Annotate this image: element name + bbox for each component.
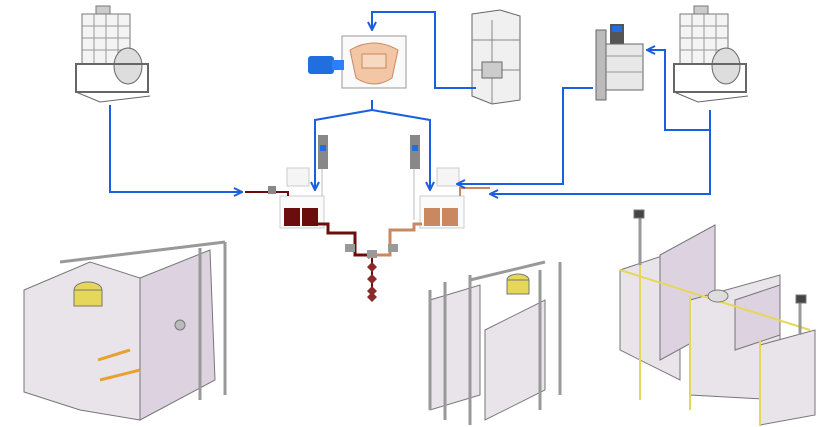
mixer-pump-icon xyxy=(308,35,407,89)
tote-tank-icon-right xyxy=(673,5,749,103)
agitator-tank-icon xyxy=(595,24,644,101)
flow-line-mixer-to-left-tank xyxy=(315,100,373,190)
storage-rack-icon xyxy=(471,9,521,105)
flow-lines xyxy=(109,11,711,194)
reactor-tank-left xyxy=(245,135,372,259)
flow-line-agitator-to-right-tank xyxy=(457,87,593,184)
machine-frame-left xyxy=(23,240,227,421)
flow-line-rack-to-mixer xyxy=(372,11,476,89)
machine-frame-right xyxy=(619,209,816,426)
flow-line-tote-to-agitator xyxy=(647,50,711,131)
flow-line-right-tote xyxy=(490,130,711,194)
machine-frame-middle xyxy=(428,260,562,425)
flow-line-mixer-to-right-tank xyxy=(371,109,430,190)
flow-line-left-tote xyxy=(109,105,242,192)
tote-tank-icon-left xyxy=(75,5,151,103)
reactor-tank-right xyxy=(376,135,490,257)
valve-manifold xyxy=(345,244,398,302)
